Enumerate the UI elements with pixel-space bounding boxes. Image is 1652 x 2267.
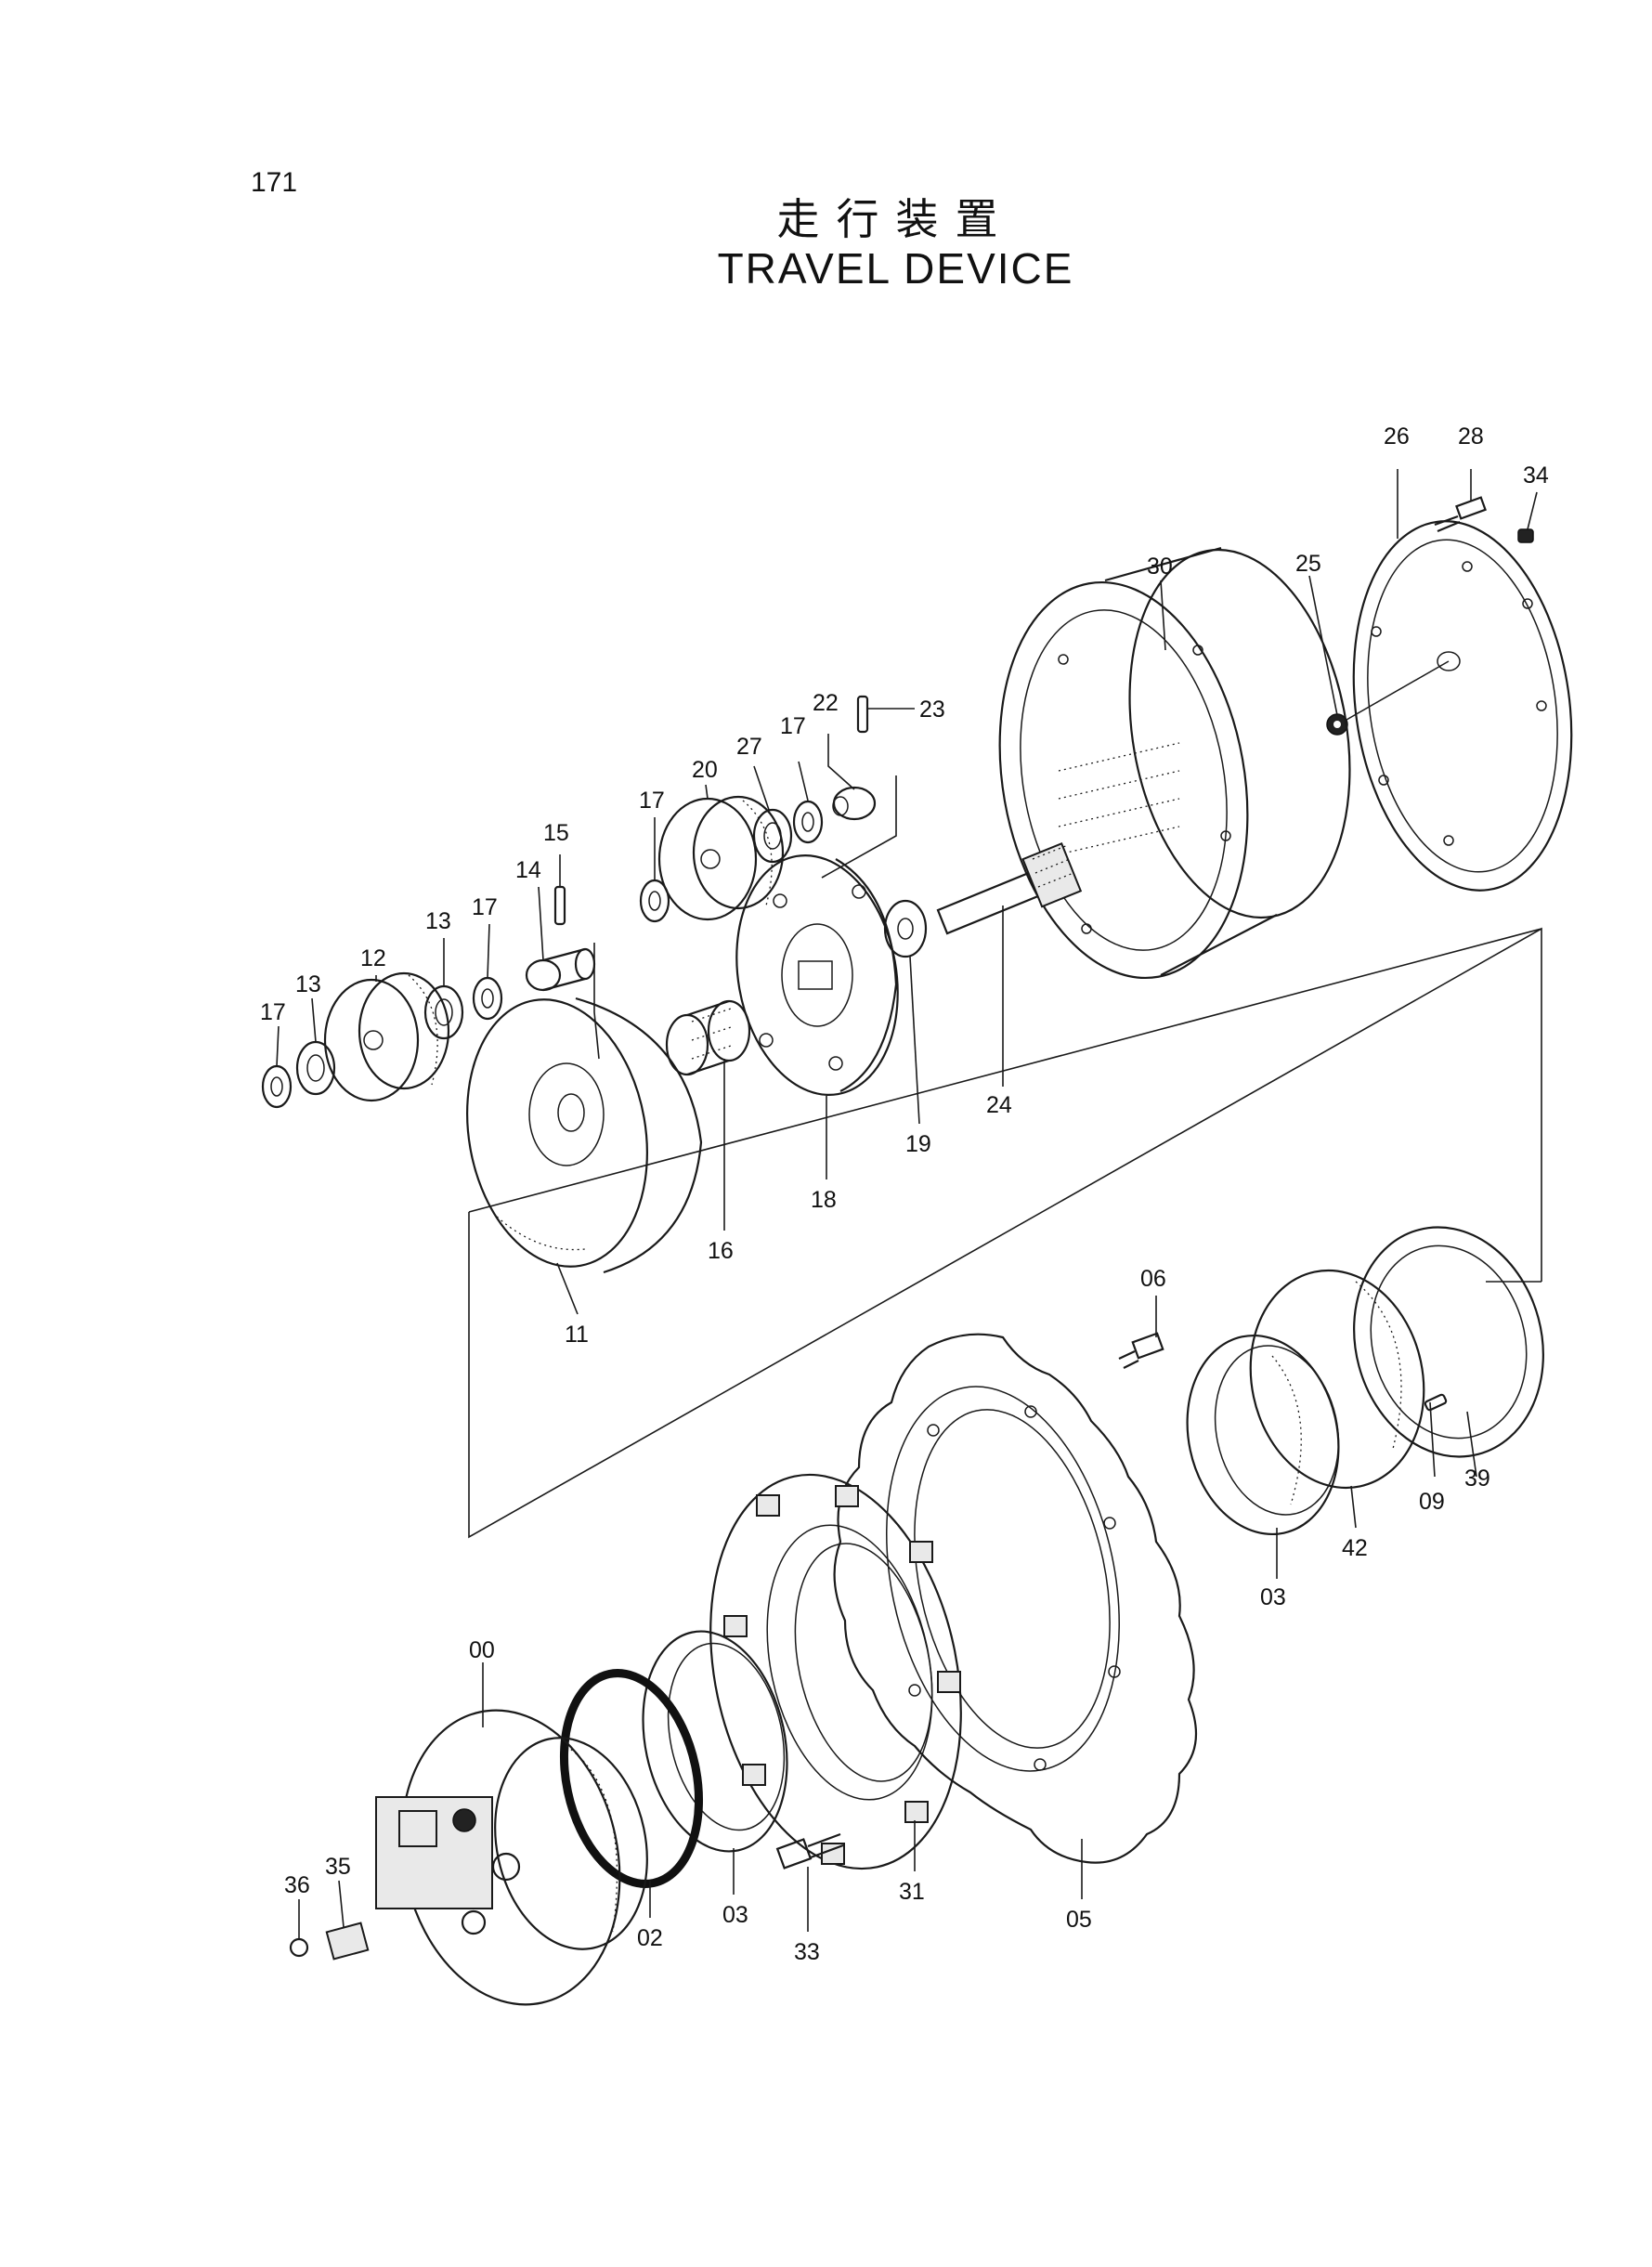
part-12-planet-gear: [323, 971, 450, 1102]
label-34: 34: [1523, 463, 1549, 489]
label-14: 14: [515, 857, 541, 883]
title-japanese: 走行装置: [776, 194, 1015, 244]
label-17-b: 17: [472, 894, 498, 920]
part-35-cover: [325, 1922, 370, 1961]
part-17-washer-c: [639, 879, 670, 923]
label-25: 25: [1295, 551, 1321, 577]
label-11: 11: [565, 1322, 589, 1348]
part-number-labels: 26 28 34 25 30 23 22 17 27 20 17 24 19 1…: [260, 423, 1549, 1965]
label-05: 05: [1066, 1907, 1092, 1933]
part-05-sprocket: [833, 1333, 1198, 1864]
label-02: 02: [637, 1925, 663, 1951]
part-34-plug: [1517, 528, 1534, 543]
part-31-hub: [709, 1473, 962, 1870]
label-28: 28: [1458, 423, 1484, 449]
part-13-needle-bearing-a: [295, 1040, 336, 1096]
label-06: 06: [1140, 1266, 1166, 1292]
label-17-a: 17: [260, 999, 286, 1025]
label-30: 30: [1147, 554, 1173, 580]
part-33-bolt: [775, 1832, 844, 1870]
label-23: 23: [919, 697, 945, 723]
part-16-sun-gear: [665, 999, 751, 1076]
label-19: 19: [905, 1131, 931, 1157]
part-22-pin: [832, 786, 877, 821]
label-39: 39: [1464, 1466, 1490, 1492]
part-03-floating-seal-b: [1186, 1334, 1340, 1536]
stud-line: [1346, 660, 1450, 721]
label-22: 22: [813, 690, 839, 716]
part-18-carrier: [735, 854, 899, 1096]
label-15: 15: [543, 820, 569, 846]
part-28-bolt: [1434, 496, 1487, 533]
label-35: 35: [325, 1854, 351, 1880]
label-12: 12: [360, 945, 386, 971]
part-39-flange: [1353, 1226, 1544, 1458]
part-13-needle-bearing-b: [423, 984, 464, 1040]
label-17-d: 17: [780, 713, 806, 739]
label-24: 24: [986, 1092, 1012, 1118]
part-17-washer-b: [472, 976, 503, 1021]
label-13-b: 13: [425, 908, 451, 934]
part-14-pin: [525, 947, 596, 992]
label-03-b: 03: [1260, 1584, 1286, 1610]
label-33: 33: [794, 1939, 820, 1965]
part-11-carrier: [466, 997, 703, 1274]
part-17-washer-a: [261, 1064, 293, 1109]
part-36-bolt: [289, 1937, 309, 1958]
title-english: TRAVEL DEVICE: [717, 244, 1074, 293]
label-26: 26: [1384, 423, 1410, 449]
assembly-boundary-lines: [468, 927, 1542, 1539]
part-42-ring-gear: [1249, 1269, 1425, 1490]
part-17-washer-d: [792, 800, 824, 844]
part-00-travel-motor: [375, 1709, 648, 2006]
label-00: 00: [469, 1637, 495, 1663]
part-09-pin: [1424, 1393, 1448, 1412]
part-23-spring-pin: [856, 695, 869, 734]
leader-carrier: [821, 775, 897, 879]
label-09: 09: [1419, 1489, 1445, 1515]
part-24-shaft: [936, 842, 1083, 935]
page-number: 171: [251, 167, 298, 198]
label-03-a: 03: [722, 1902, 748, 1928]
label-16: 16: [708, 1238, 734, 1264]
part-03-floating-seal-a: [642, 1630, 788, 1853]
label-18: 18: [811, 1187, 837, 1213]
label-20: 20: [692, 757, 718, 783]
label-13-a: 13: [295, 971, 321, 997]
label-36: 36: [284, 1872, 310, 1898]
leader-lines: [276, 469, 1538, 1939]
label-31: 31: [899, 1879, 925, 1905]
label-27: 27: [736, 734, 762, 760]
label-42: 42: [1342, 1535, 1368, 1561]
part-26-cover-plate: [1352, 520, 1573, 892]
part-30-housing: [998, 546, 1351, 980]
part-06-bolt: [1118, 1332, 1164, 1369]
part-15-spring-pin: [553, 885, 566, 926]
part-02-o-ring: [559, 1669, 704, 1888]
label-17-c: 17: [639, 788, 665, 814]
